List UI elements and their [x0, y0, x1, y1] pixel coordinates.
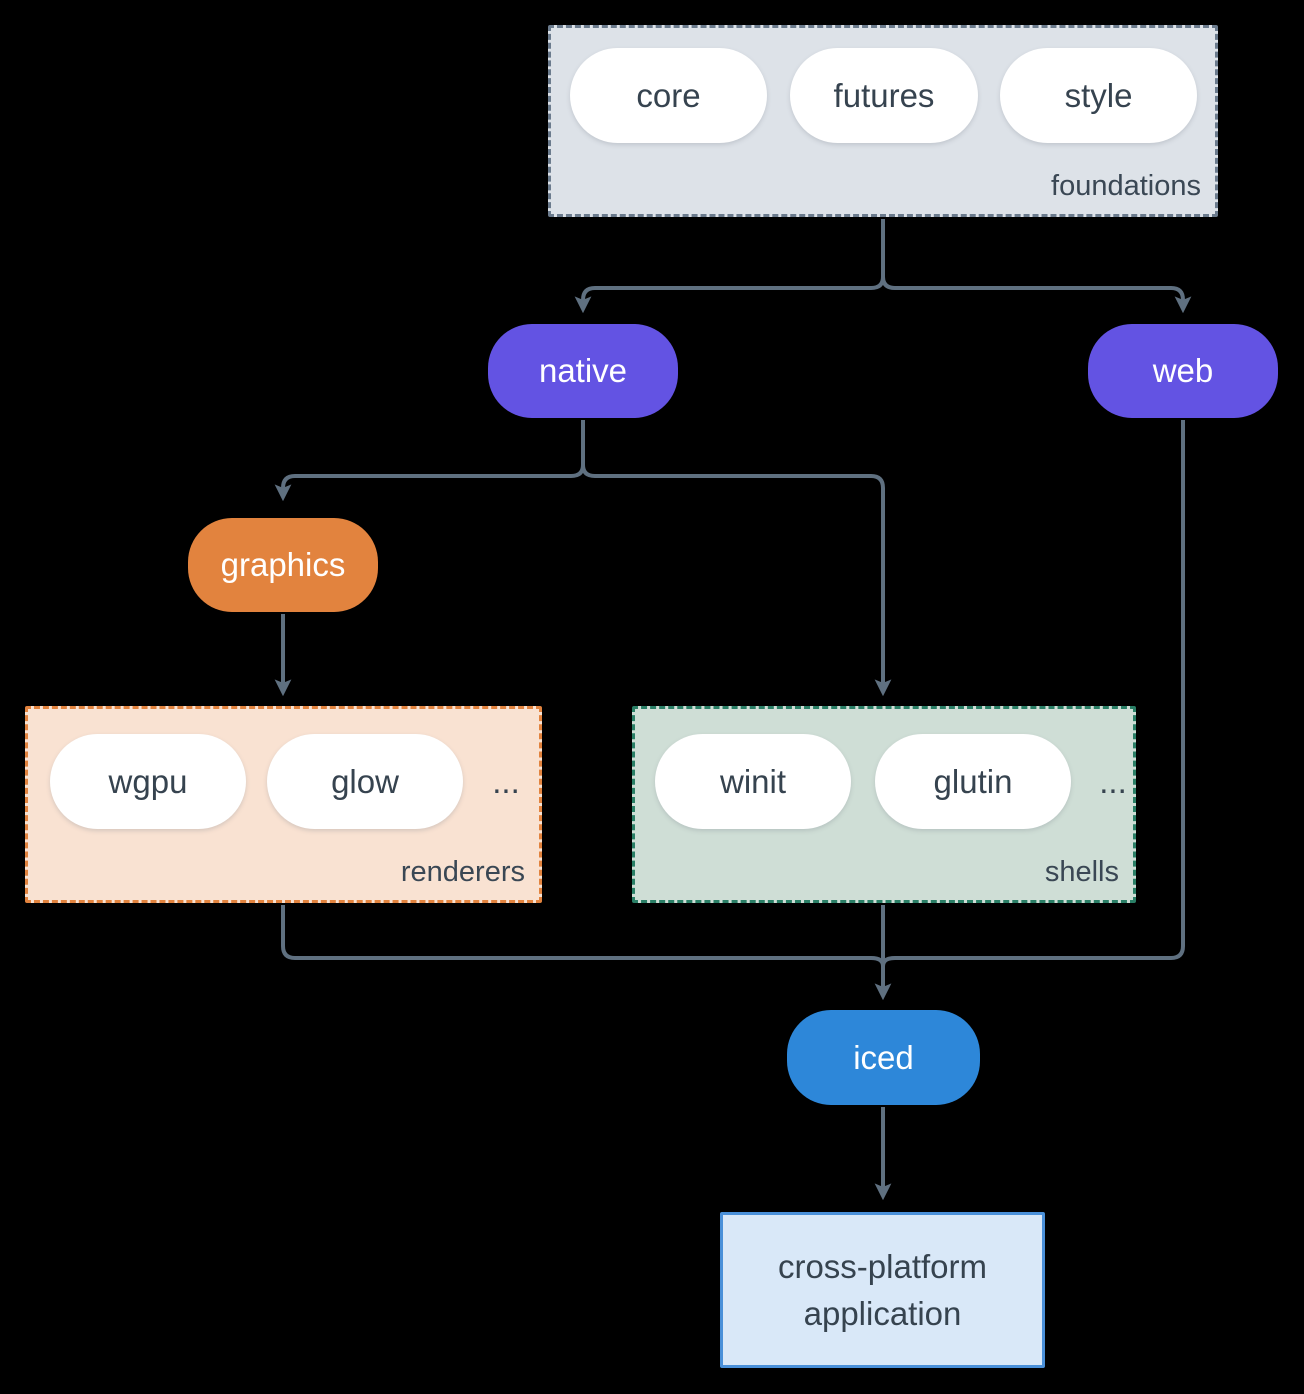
node-glutin: glutin [875, 734, 1071, 829]
node-wgpu: wgpu [50, 734, 246, 829]
node-iced-label: iced [853, 1038, 914, 1076]
node-glutin-label: glutin [933, 762, 1013, 800]
renderers-ellipsis: ... [492, 762, 520, 800]
group-shells: winit glutin ... shells [632, 706, 1136, 903]
edge-native-shells [581, 464, 892, 697]
node-winit-label: winit [719, 762, 787, 800]
node-style: style [1000, 48, 1197, 143]
node-web-label: web [1152, 352, 1214, 389]
node-graphics: graphics [188, 518, 378, 612]
group-renderers: wgpu glow ... renderers [25, 706, 542, 903]
node-style-label: style [1064, 76, 1133, 114]
node-application-line2: application [803, 1295, 962, 1332]
node-application-line1: cross-platform [777, 1248, 988, 1285]
edge-foundations-web [881, 276, 1192, 314]
node-core-label: core [636, 76, 701, 114]
node-core: core [570, 48, 767, 143]
node-iced: iced [787, 1010, 980, 1105]
node-application: cross-platform application [720, 1212, 1045, 1368]
node-graphics-label: graphics [220, 546, 346, 583]
group-shells-label: shells [1044, 856, 1119, 888]
node-winit: winit [655, 734, 851, 829]
node-web: web [1088, 324, 1278, 418]
edge-renderers-converge [281, 905, 885, 967]
edge-foundations-native [574, 276, 885, 314]
node-futures-label: futures [833, 76, 935, 114]
node-futures: futures [790, 48, 978, 143]
group-foundations: core futures style foundations [548, 25, 1218, 217]
node-glow-label: glow [331, 762, 399, 800]
group-renderers-label: renderers [400, 856, 525, 888]
node-glow: glow [267, 734, 463, 829]
shells-ellipsis: ... [1099, 762, 1127, 800]
node-native: native [488, 324, 678, 418]
node-native-label: native [538, 352, 628, 389]
edge-native-graphics [274, 464, 585, 502]
node-wgpu-label: wgpu [108, 762, 188, 800]
group-foundations-label: foundations [1051, 170, 1201, 202]
